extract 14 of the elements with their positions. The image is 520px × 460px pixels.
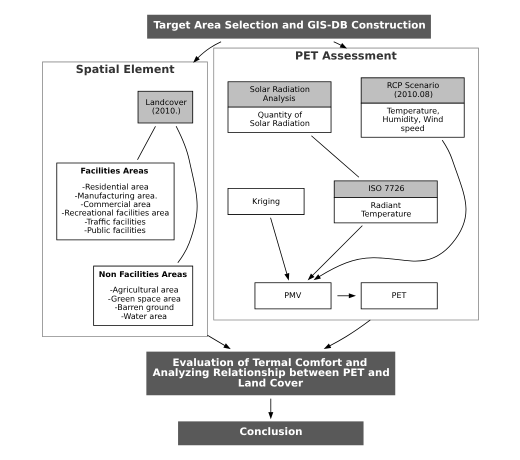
arrow — [323, 320, 370, 349]
node-box: Conclusion — [178, 421, 364, 446]
arrow — [313, 140, 466, 280]
connector — [310, 135, 359, 178]
connector — [175, 126, 198, 264]
arrow — [206, 334, 230, 350]
connector — [136, 126, 156, 160]
arrow — [332, 41, 347, 49]
node-box: Target Area Selection and GIS-DB Construction — [146, 14, 430, 39]
arrow — [268, 398, 273, 420]
arrow — [270, 217, 289, 281]
arrow — [336, 293, 356, 298]
arrow — [307, 225, 362, 280]
node-box: Evaluation of Termal Comfort and Analyzing Relationship between PET and Land Cover — [146, 352, 395, 396]
